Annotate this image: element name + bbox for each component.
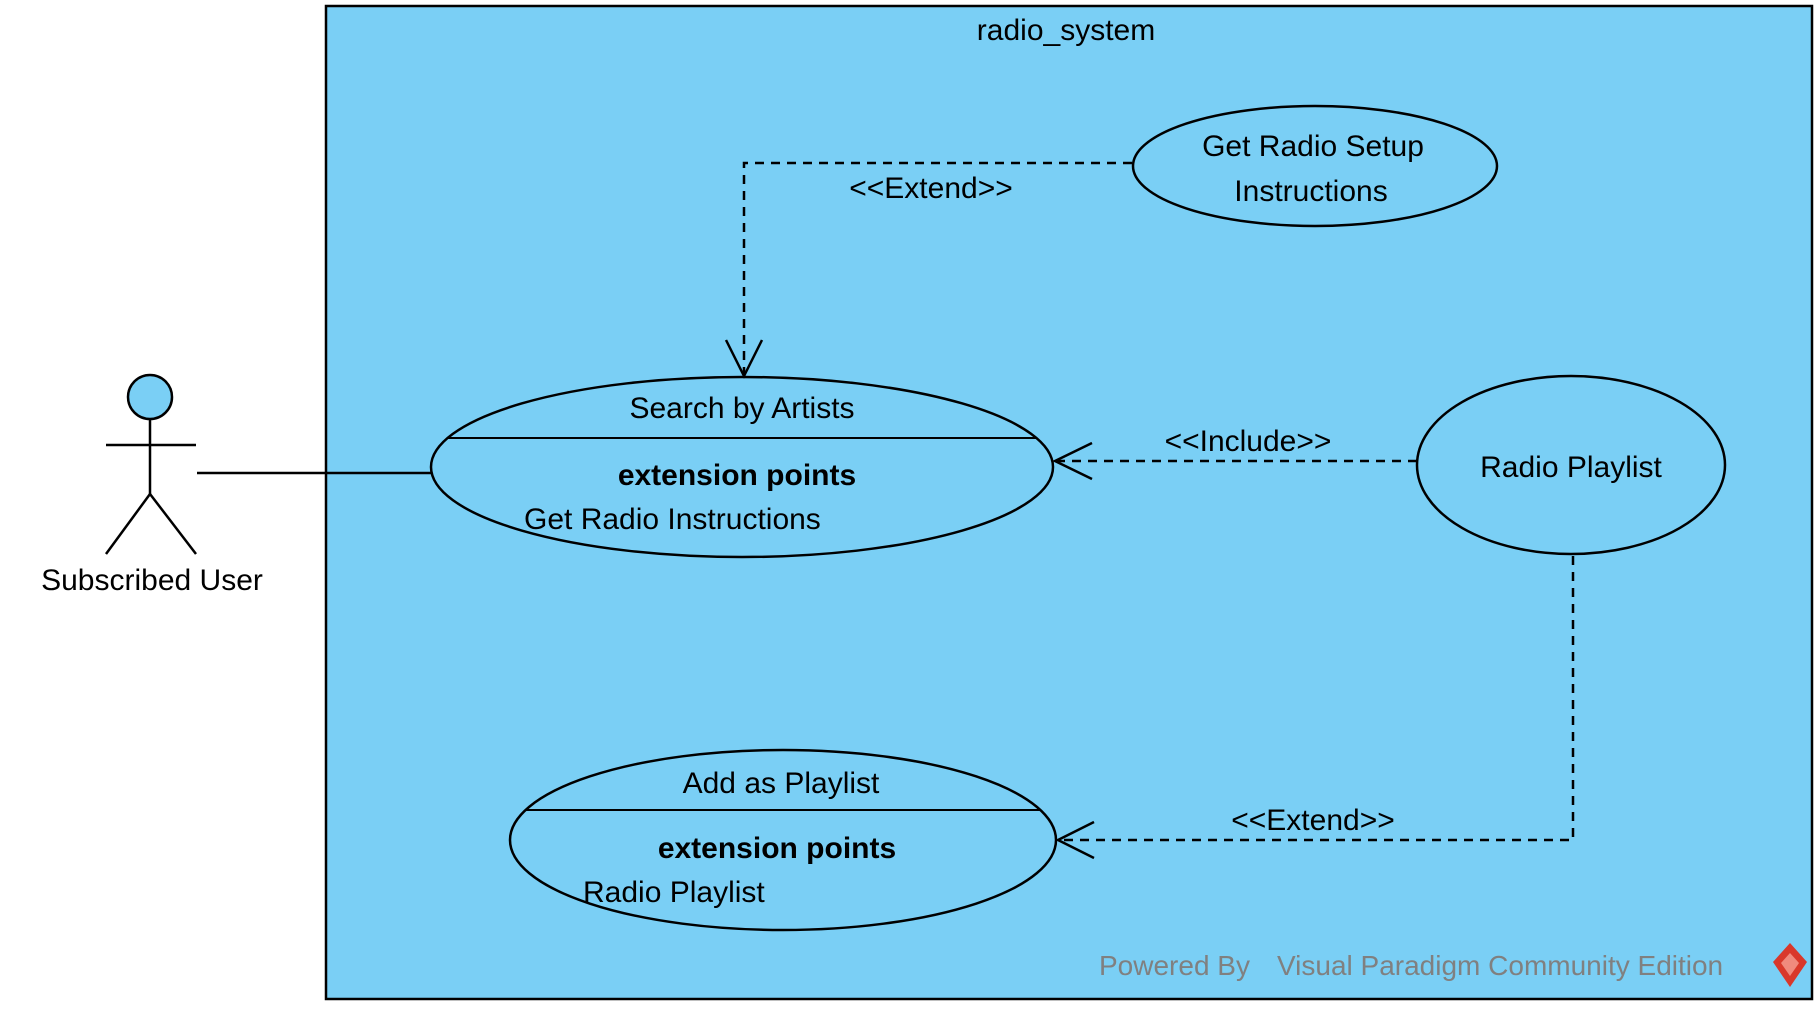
extension-points-heading: extension points bbox=[618, 459, 856, 492]
extend-relation-bottom: <<Extend>> bbox=[1055, 556, 1575, 860]
use-case-get-radio-setup-instructions[interactable]: Get Radio Setup Instructions bbox=[1131, 104, 1499, 228]
include-relation: <<Include>> bbox=[1052, 425, 1417, 481]
actor-subscribed-user[interactable]: Subscribed User bbox=[41, 373, 263, 597]
watermark: Powered By Visual Paradigm Community Edi… bbox=[1099, 943, 1807, 987]
use-case-search-by-artists[interactable]: Search by Artists extension points Get R… bbox=[429, 375, 1055, 559]
watermark-product: Visual Paradigm Community Edition bbox=[1277, 950, 1723, 981]
use-case-label: Search by Artists bbox=[629, 392, 854, 425]
actor-name: Subscribed User bbox=[41, 564, 263, 597]
use-case-label: Add as Playlist bbox=[683, 767, 880, 800]
system-name: radio_system bbox=[977, 14, 1155, 47]
extend-label: <<Extend>> bbox=[1231, 804, 1394, 837]
actor-head bbox=[126, 373, 174, 421]
include-label: <<Include>> bbox=[1165, 425, 1332, 458]
watermark-prefix: Powered By bbox=[1099, 950, 1250, 981]
use-case-add-as-playlist[interactable]: Add as Playlist extension points Radio P… bbox=[508, 748, 1058, 932]
use-case-label: Radio Playlist bbox=[1480, 451, 1662, 484]
use-case-label-line2: Instructions bbox=[1234, 175, 1387, 208]
visual-paradigm-logo-icon bbox=[1773, 943, 1807, 987]
extension-points-heading: extension points bbox=[658, 832, 896, 865]
extension-point: Get Radio Instructions bbox=[524, 503, 821, 536]
extend-relation-top: <<Extend>> bbox=[724, 161, 1132, 379]
extension-point: Radio Playlist bbox=[583, 876, 765, 909]
extend-label: <<Extend>> bbox=[849, 172, 1012, 205]
use-case-label-line1: Get Radio Setup bbox=[1202, 130, 1424, 163]
use-case-radio-playlist[interactable]: Radio Playlist bbox=[1415, 374, 1727, 556]
